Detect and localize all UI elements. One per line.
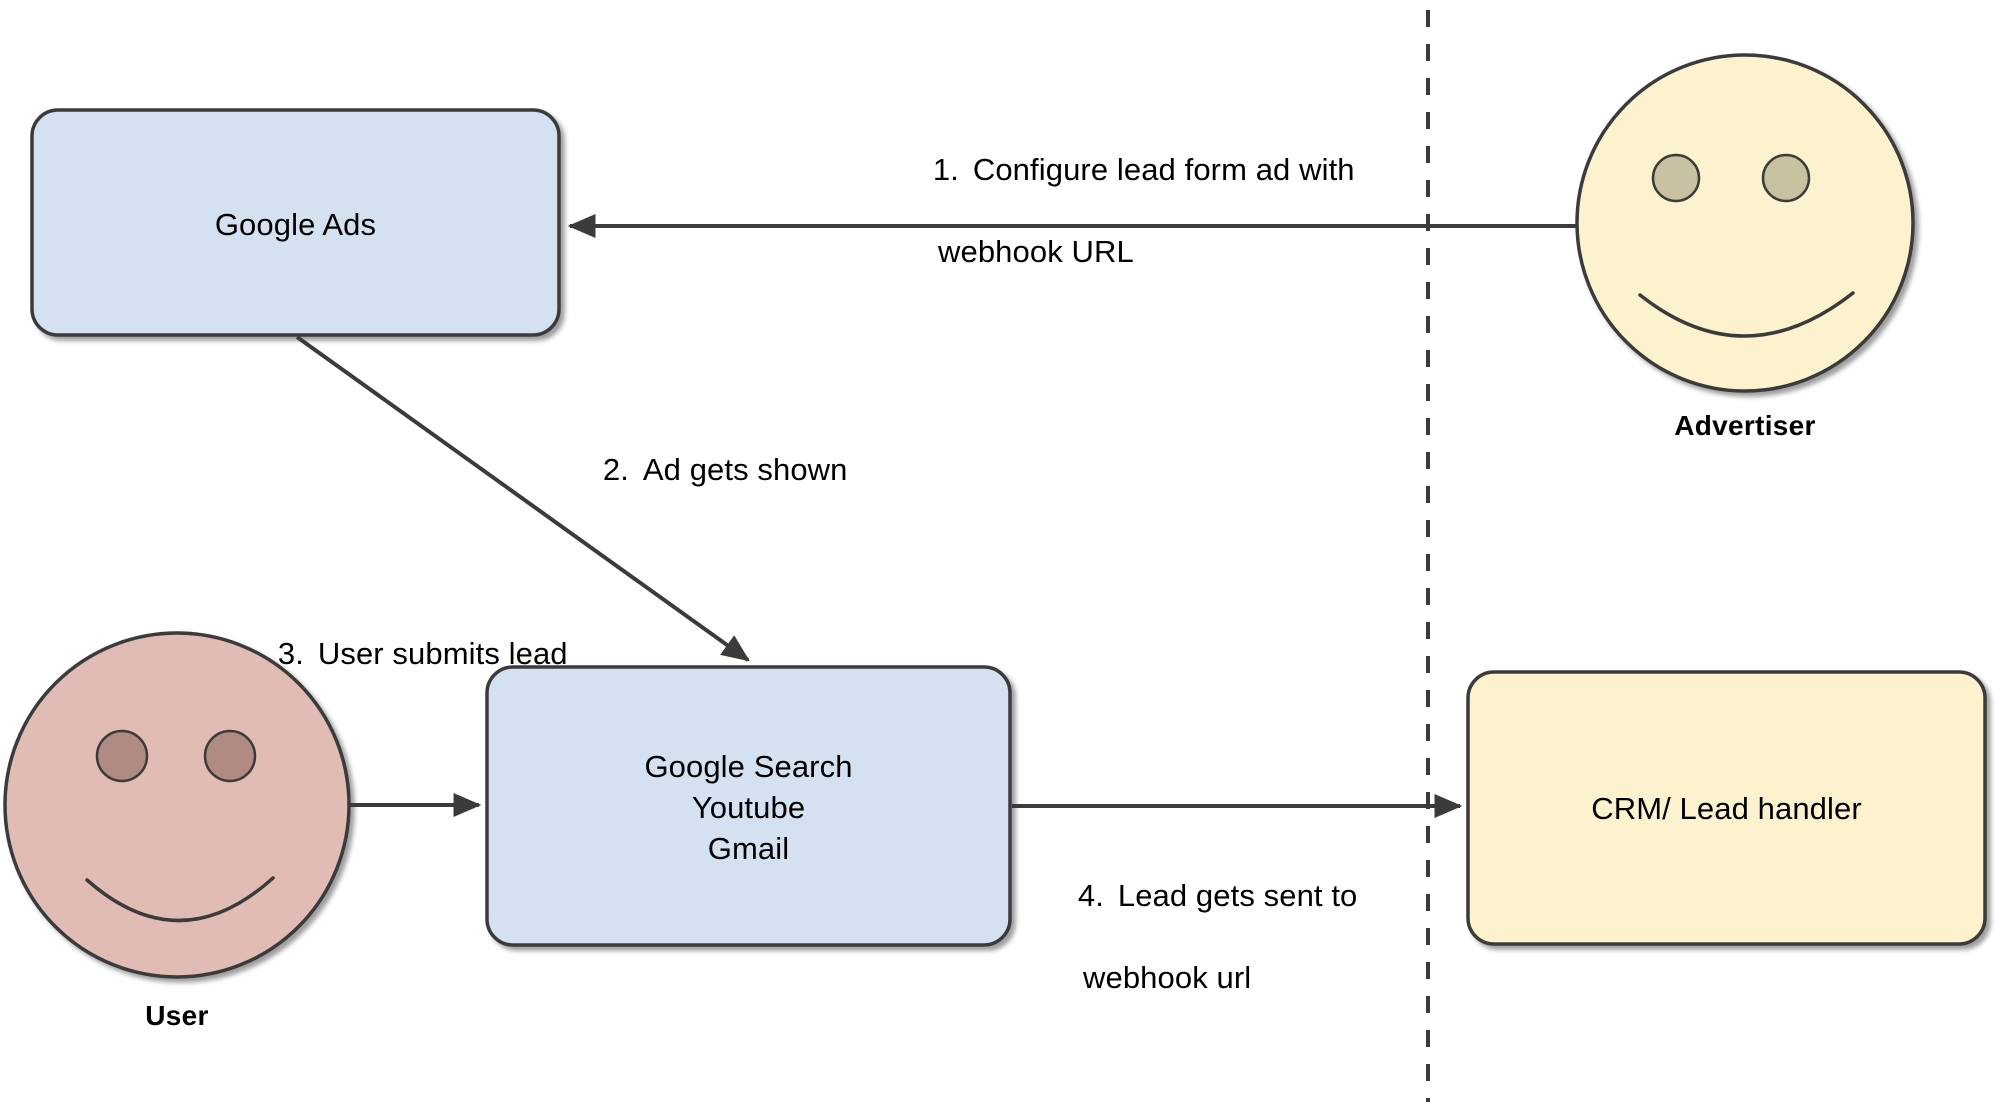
edge-1-text-line-2: webhook URL (938, 234, 1134, 269)
edge-2-label: 2. Ad gets shown (568, 408, 1028, 531)
node-crm-lead-handler-label: CRM/ Lead handler (1591, 791, 1862, 826)
edge-2-number: 2. (602, 452, 629, 487)
edge-2-text-line-1: Ad gets shown (642, 452, 848, 487)
edge-3-number: 3. (277, 636, 304, 671)
user-eye-left-icon (95, 729, 149, 783)
edge-1-text-line-1: Configure lead form ad with (972, 152, 1355, 187)
edge-4-label: 4. Lead gets sent to webhook url (1043, 834, 1463, 1080)
node-google-ads-label: Google Ads (214, 207, 377, 242)
node-google-ads[interactable] (30, 108, 561, 337)
edge-1-number: 1. (932, 152, 959, 187)
user-smile-icon (85, 876, 275, 923)
edge-3-text-line-1: User submits lead (317, 636, 568, 671)
node-google-surfaces-line-1: Google Search (644, 749, 853, 784)
actor-advertiser[interactable] (1575, 53, 1915, 393)
edge-2-arrow (295, 335, 750, 662)
node-crm-lead-handler[interactable] (1466, 670, 1987, 946)
advertiser-smile-icon (1638, 291, 1855, 338)
actor-user-caption: User (145, 1000, 209, 1031)
node-google-surfaces[interactable] (485, 665, 1012, 947)
node-google-surfaces-label-group: Google Search Youtube Gmail (487, 746, 1010, 869)
node-google-surfaces-line-2: Youtube (691, 790, 806, 825)
user-eye-right-icon (203, 729, 257, 783)
actor-advertiser-caption: Advertiser (1674, 410, 1816, 441)
edge-4-text-line-1: Lead gets sent to (1117, 878, 1358, 913)
advertiser-face-icon (1575, 53, 1915, 393)
node-google-surfaces-line-3: Gmail (707, 831, 790, 866)
edge-4-number: 4. (1077, 878, 1104, 913)
advertiser-eye-left-icon (1651, 153, 1701, 203)
edge-3-label: 3. User submits lead (243, 592, 703, 715)
advertiser-eye-right-icon (1761, 153, 1811, 203)
edge-4-text-line-2: webhook url (1083, 960, 1252, 995)
edge-1-label: 1. Configure lead form ad with webhook UR… (898, 108, 1418, 354)
